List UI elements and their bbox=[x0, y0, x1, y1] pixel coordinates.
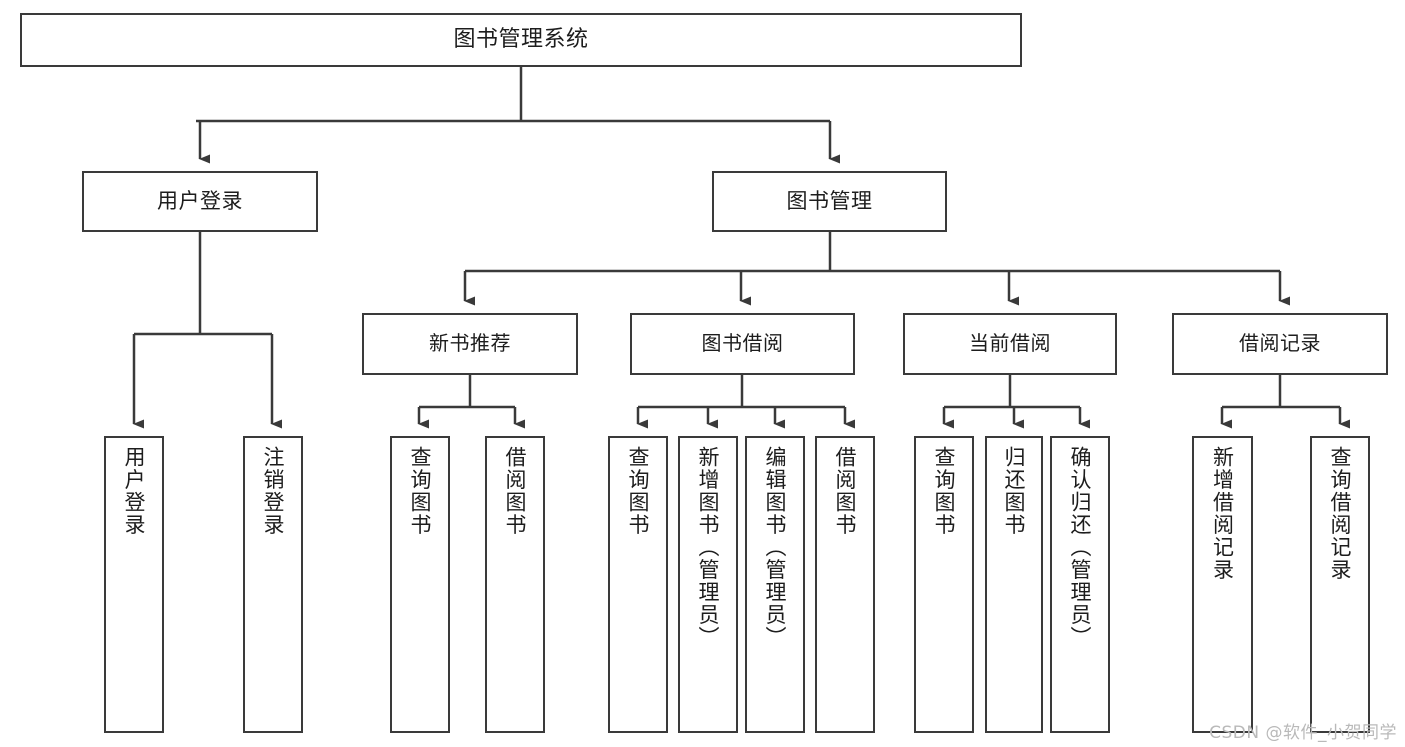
node-root-label: 图书管理系统 bbox=[453, 27, 589, 53]
leaf-edit-book-label: 编辑图书（管理员） bbox=[763, 446, 788, 649]
leaf-borrow-book-1-label: 借阅图书 bbox=[503, 446, 528, 536]
leaf-query-book-1-label: 查询图书 bbox=[408, 446, 433, 536]
leaf-query-book-2-label: 查询图书 bbox=[626, 446, 651, 536]
node-root[interactable]: 图书管理系统 bbox=[20, 13, 1022, 67]
leaf-query-book-1[interactable]: 查询图书 bbox=[390, 436, 450, 733]
leaf-confirm-return-label: 确认归还（管理员） bbox=[1068, 446, 1093, 649]
node-borrow-record[interactable]: 借阅记录 bbox=[1172, 313, 1388, 375]
node-current-borrow[interactable]: 当前借阅 bbox=[903, 313, 1117, 375]
leaf-add-book[interactable]: 新增图书（管理员） bbox=[678, 436, 738, 733]
node-book-borrow-label: 图书借阅 bbox=[701, 331, 784, 356]
node-new-book-recommend-label: 新书推荐 bbox=[429, 331, 511, 356]
leaf-user-login[interactable]: 用户登录 bbox=[104, 436, 164, 733]
leaf-add-borrow-record[interactable]: 新增借阅记录 bbox=[1192, 436, 1253, 733]
node-book-borrow[interactable]: 图书借阅 bbox=[630, 313, 855, 375]
node-user-login[interactable]: 用户登录 bbox=[82, 171, 318, 232]
leaf-query-borrow-record[interactable]: 查询借阅记录 bbox=[1310, 436, 1370, 733]
node-user-login-label: 用户登录 bbox=[157, 189, 243, 214]
node-new-book-recommend[interactable]: 新书推荐 bbox=[362, 313, 578, 375]
leaf-logout-label: 注销登录 bbox=[261, 446, 286, 536]
leaf-borrow-book-2-label: 借阅图书 bbox=[833, 446, 858, 536]
leaf-confirm-return[interactable]: 确认归还（管理员） bbox=[1050, 436, 1110, 733]
leaf-query-book-2[interactable]: 查询图书 bbox=[608, 436, 668, 733]
leaf-user-login-label: 用户登录 bbox=[122, 446, 147, 536]
watermark: CSDN @软件_小贺同学 bbox=[1209, 723, 1397, 743]
leaf-edit-book[interactable]: 编辑图书（管理员） bbox=[745, 436, 805, 733]
leaf-add-book-label: 新增图书（管理员） bbox=[696, 446, 721, 649]
node-borrow-record-label: 借阅记录 bbox=[1239, 331, 1321, 356]
node-book-manage[interactable]: 图书管理 bbox=[712, 171, 947, 232]
node-book-manage-label: 图书管理 bbox=[786, 189, 873, 214]
leaf-query-borrow-record-label: 查询借阅记录 bbox=[1328, 446, 1353, 581]
leaf-add-borrow-record-label: 新增借阅记录 bbox=[1210, 446, 1235, 581]
node-current-borrow-label: 当前借阅 bbox=[969, 331, 1051, 356]
leaf-borrow-book-2[interactable]: 借阅图书 bbox=[815, 436, 875, 733]
leaf-query-book-3[interactable]: 查询图书 bbox=[914, 436, 974, 733]
leaf-query-book-3-label: 查询图书 bbox=[932, 446, 957, 536]
leaf-return-book-label: 归还图书 bbox=[1002, 446, 1027, 536]
leaf-logout[interactable]: 注销登录 bbox=[243, 436, 303, 733]
leaf-return-book[interactable]: 归还图书 bbox=[985, 436, 1043, 733]
leaf-borrow-book-1[interactable]: 借阅图书 bbox=[485, 436, 545, 733]
